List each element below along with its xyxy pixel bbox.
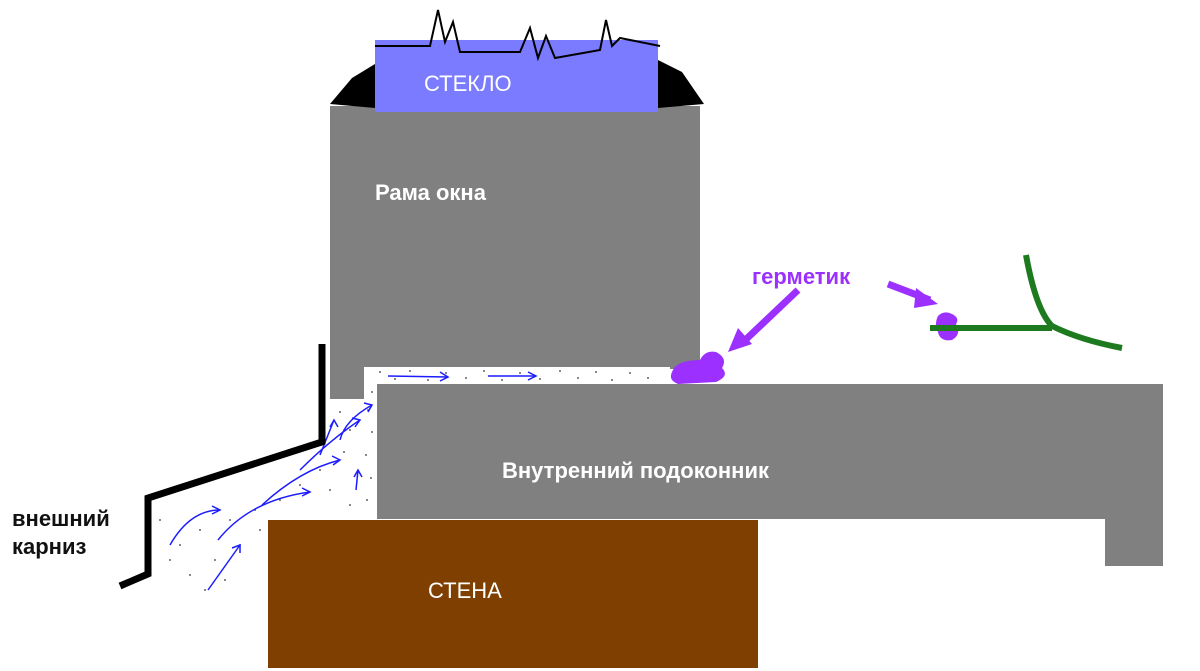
airflow-arrows bbox=[169, 371, 538, 591]
window-frame-lower-lip bbox=[330, 369, 364, 399]
inner-sill bbox=[377, 384, 1163, 566]
glass-seal-left bbox=[330, 64, 375, 108]
sealant-label: герметик bbox=[752, 264, 851, 289]
outer-cornice bbox=[118, 344, 326, 590]
glass-break-line bbox=[375, 9, 661, 62]
glass-pane bbox=[375, 40, 658, 112]
outer-cornice-label: внешний карниз bbox=[12, 505, 142, 561]
green-mark bbox=[930, 254, 1123, 351]
sealant-marks bbox=[670, 280, 959, 384]
glass-label: СТЕКЛО bbox=[424, 71, 512, 96]
outer-cornice-label-line1: внешний bbox=[12, 506, 110, 531]
window-frame-label: Рама окна bbox=[375, 180, 486, 205]
wall-block bbox=[268, 520, 758, 668]
air-gap-dots bbox=[159, 370, 649, 591]
window-frame bbox=[330, 106, 700, 369]
inner-sill-label: Внутренний подоконник bbox=[502, 458, 769, 483]
wall-label: СТЕНА bbox=[428, 578, 502, 603]
outer-cornice-label-line2: карниз bbox=[12, 534, 87, 559]
glass-seal-right bbox=[658, 60, 704, 108]
